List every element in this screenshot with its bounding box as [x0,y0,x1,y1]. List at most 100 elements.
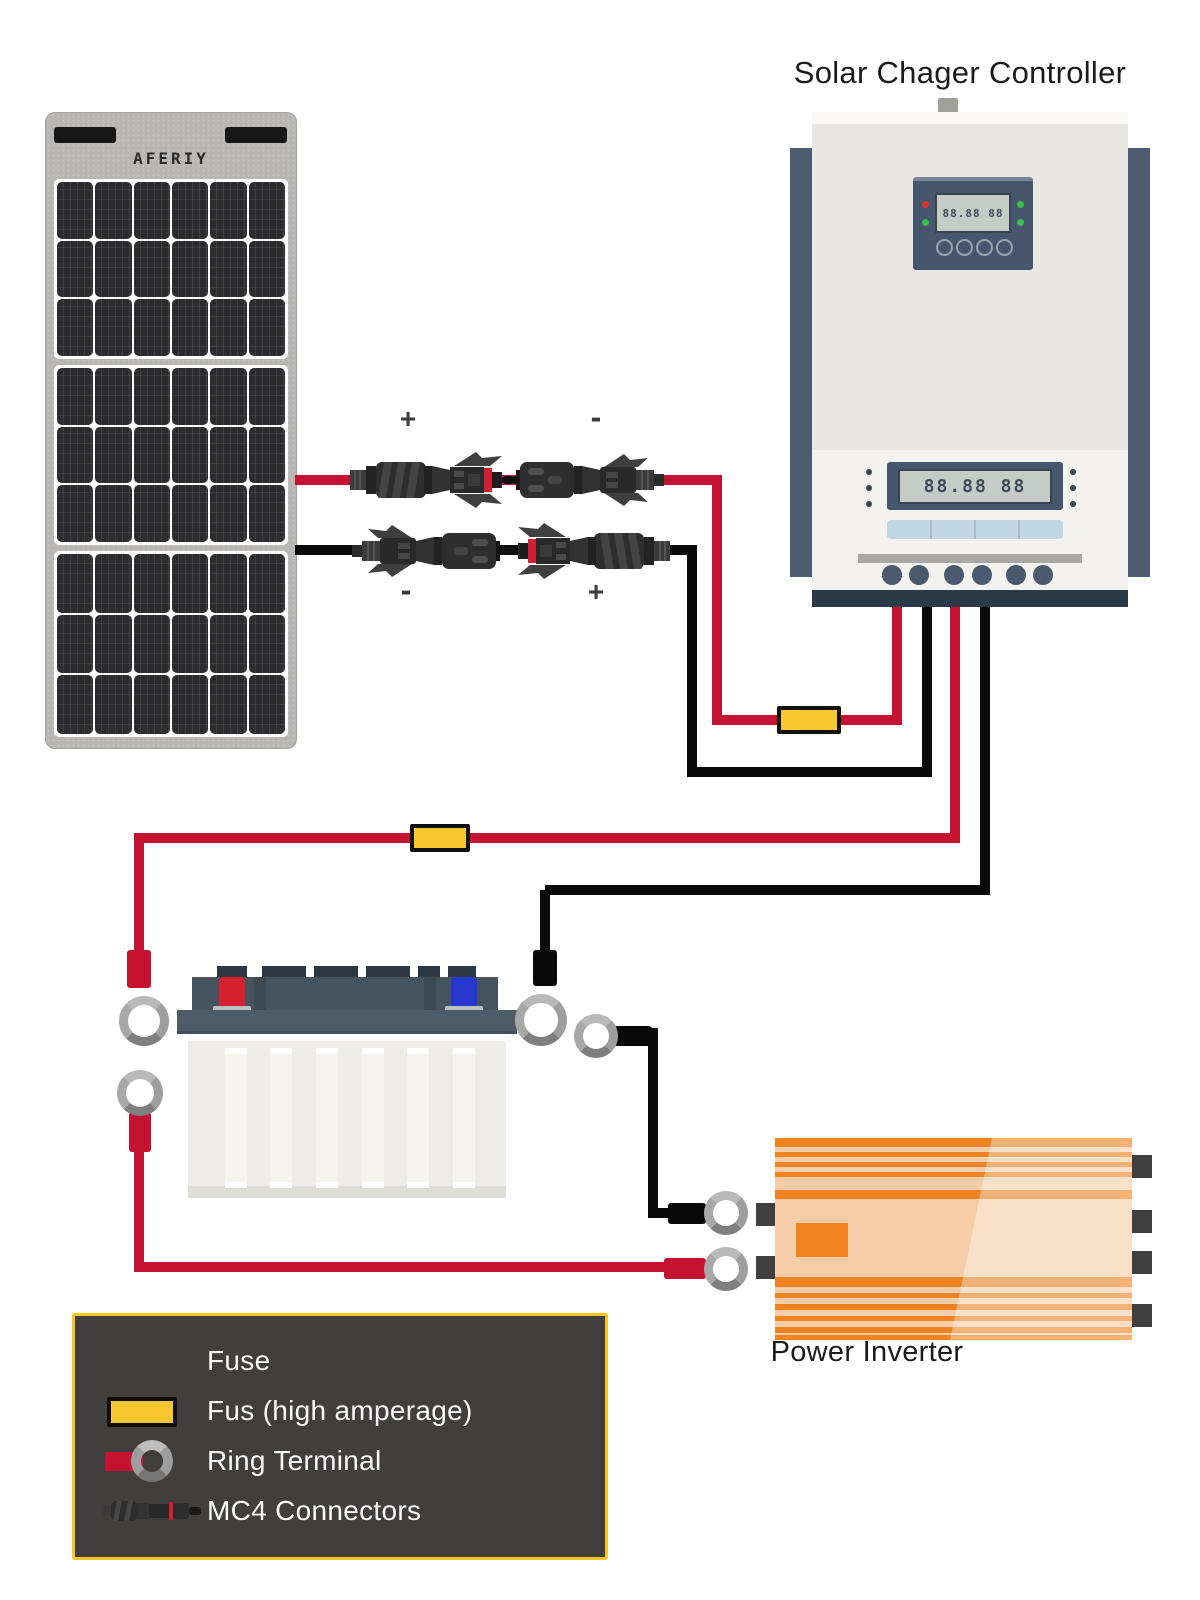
solar-cell [95,485,132,542]
upper-lcd-screen: 88.88 88 [935,193,1011,233]
legend-box: Fuse Fus (high amperage) Ring Terminal [72,1313,608,1560]
terminal-strip [858,554,1082,563]
battery-groove [407,1048,429,1188]
fuse-icon [103,1386,207,1436]
vent-dot [866,469,872,475]
panel-brand-logo: AFERIY [133,149,209,168]
mc4-male-connector-bottom-right [498,523,670,579]
solar-cell [171,368,209,425]
solar-cell [95,368,132,425]
wire-pv-negative-up [922,607,932,777]
controller-button[interactable] [936,239,953,256]
solar-cell [57,426,94,484]
wire-inverter-negative-across [648,1208,674,1218]
solar-cell [57,675,94,734]
terminal-hole [1033,565,1053,585]
solar-cell [248,675,285,734]
controller-lower-face: 88.88 88 [812,450,1128,590]
solar-cell [210,675,247,734]
solar-cell [95,299,132,356]
charge-controller: 88.88 88 88.88 88 [812,112,1128,607]
inverter-label: Power Inverter [770,1336,964,1368]
terminal-hole [972,565,992,585]
vent-dot [1070,469,1076,475]
display-highlight [913,177,1033,181]
solar-cell [171,426,209,484]
solar-cell [210,614,247,674]
inverter-fin-tab [1128,1251,1152,1274]
polarity-label-bottom-left: - [400,572,412,608]
vent-dot [866,501,872,507]
vent-dot [1070,485,1076,491]
controller-button[interactable] [956,239,973,256]
pv-fuse [777,706,841,734]
wire-pv-positive-down [712,475,722,725]
controller-side-rail-left [790,148,813,577]
inverter-input-terminal-positive [756,1256,776,1279]
solar-cell [95,675,132,734]
vent-dot [1070,501,1076,507]
solar-cell [248,299,285,356]
solar-cell [248,182,285,239]
legend-row-fuse: Fuse [103,1336,605,1386]
panel-mount-strip-left [54,127,116,143]
solar-cell [210,182,247,239]
mc4-male-connector-top-left [350,452,522,508]
wire-battery-negative-across [545,885,990,895]
solar-cell [248,240,285,298]
inverter-fin-tab [1128,1304,1152,1327]
solar-cell [57,368,94,425]
solar-cell [210,426,247,484]
ring-terminal-ferrule [664,1258,706,1279]
solar-cell [171,485,209,542]
battery-groove [270,1048,292,1188]
battery-vent-cap [262,966,306,979]
polarity-label-top-left: + [399,403,417,434]
ring-terminal-icon [103,1436,207,1486]
solar-cell [133,614,170,674]
ring-terminal-inverter-negative-battery-end [574,1014,618,1058]
controller-upper-display-module: 88.88 88 [913,177,1033,270]
legend-row-mc4-connectors: MC4 Connectors [103,1486,605,1536]
wire-battery-negative-down [980,607,990,895]
solar-cell [248,485,285,542]
solar-cell [133,240,170,298]
solar-cell [171,675,209,734]
legend-label: Fuse [207,1345,271,1376]
battery-vent-cap [314,966,358,979]
controller-button[interactable] [996,239,1013,256]
status-led-green [922,219,929,226]
battery-lid-notch [254,977,266,1013]
solar-cell [210,485,247,542]
battery-collar [177,1010,517,1034]
legend-row-fuse-high-amperage: Fus (high amperage) [103,1386,605,1436]
battery-negative-post [451,977,477,1010]
solar-cell [95,182,132,239]
wire-battery-positive-down [950,607,960,843]
solar-cell [57,554,94,613]
battery-vent-cap [418,966,440,979]
inverter-fin-tab [1128,1210,1152,1233]
battery-groove [362,1048,384,1188]
inverter-power-switch[interactable] [796,1223,848,1257]
solar-cell-section [54,365,288,545]
ring-terminal-ferrule [533,950,557,986]
mc4-female-connector-top-right [516,454,664,506]
wire-pv-negative-down [687,545,697,777]
controller-button[interactable] [976,239,993,256]
solar-cell [133,299,170,356]
legend-label: MC4 Connectors [207,1495,422,1526]
solar-cell [210,299,247,356]
solar-cell [57,614,94,674]
ring-terminal-inverter-negative [704,1191,748,1235]
wire-battery-positive-drop [134,838,144,958]
solar-cell [248,426,285,484]
controller-button-bar[interactable] [887,520,1063,539]
controller-hanger-tab [938,98,958,114]
inverter-heatsink-fins-top [775,1138,1132,1199]
inverter-fin-tab [1128,1155,1152,1178]
solar-cell [171,299,209,356]
ring-terminal-ferrule [614,1026,652,1046]
panel-mount-strip-right [225,127,287,143]
power-inverter [775,1138,1132,1340]
